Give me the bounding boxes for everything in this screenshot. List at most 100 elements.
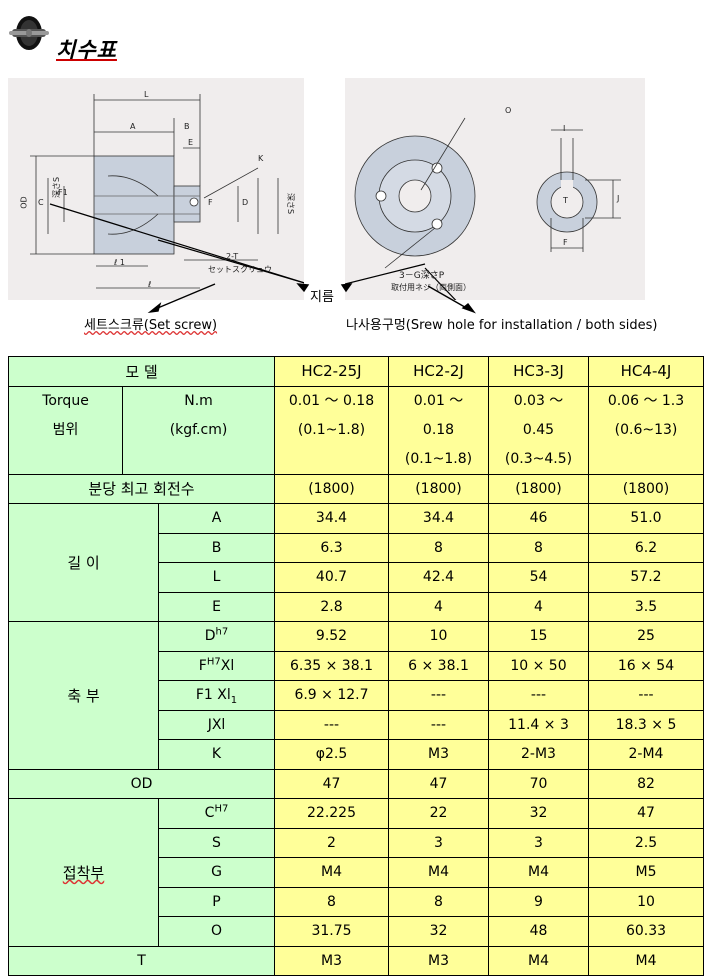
cell-value: 32: [388, 916, 489, 947]
cell-value: 51.0: [588, 503, 704, 534]
product-logo-icon: [8, 6, 50, 56]
dim-label: L: [144, 90, 149, 99]
caption-arrows: [147, 283, 476, 314]
dim-label: F1: [58, 188, 68, 197]
torque-unit: N.m (kgf.cm): [122, 385, 275, 475]
model-name: HC4-4J: [588, 356, 704, 387]
rpm-value: (1800): [274, 473, 389, 504]
right-drawing: O I J F T 3－G深さP 取付用ネジ（両側面）: [345, 78, 645, 300]
torque-label: Torque 범위: [8, 385, 123, 475]
cell-value: 8: [488, 532, 589, 563]
t-label: T: [8, 945, 275, 976]
table-row: K φ2.5 M3 2-M3 2-M4: [9, 739, 704, 770]
cell-value: ---: [588, 680, 704, 711]
param-label: JXl: [158, 709, 275, 740]
param-label: B: [158, 532, 275, 563]
table-row: 축 부 Dh7 9.52 10 15 25: [8, 621, 704, 770]
cell-value: 6 × 38.1: [388, 650, 489, 681]
dim-label: セットスクリュウ: [208, 265, 272, 274]
cell-value: ---: [488, 680, 589, 711]
cell-value: 10: [388, 621, 489, 652]
cell-value: M4: [488, 945, 589, 976]
dim-label: K: [258, 154, 264, 163]
param-label: S: [158, 827, 275, 858]
dim-label: ℓ: [148, 280, 152, 289]
cell-value: 82: [588, 768, 704, 799]
table-row: OD 47 47 70 82: [8, 768, 704, 799]
cell-value: 3.5: [588, 591, 704, 622]
dim-label: C: [38, 198, 44, 207]
cell-value: 25: [588, 621, 704, 652]
rpm-value: (1800): [388, 473, 489, 504]
table-row: 모 델 HC2-25J HC2-2J HC3-3J HC4-4J: [8, 356, 704, 387]
left-drawing: L A B E K OD C 深さS F1 D F 深さS 2-T セットスクリ…: [8, 78, 304, 300]
cell-value: 18.3 × 5: [588, 709, 704, 740]
dim-label: J: [617, 194, 620, 203]
cell-value: M3: [388, 739, 489, 770]
cell-value: M3: [388, 945, 489, 976]
cell-value: 3: [388, 827, 489, 858]
cell-value: 47: [274, 768, 389, 799]
od-label: OD: [8, 768, 275, 799]
dim-label: T: [563, 196, 568, 205]
table-row: S 2 3 3 2.5: [9, 827, 704, 858]
diameter-label: 지름: [310, 290, 334, 305]
cell-value: 22.225: [274, 798, 389, 829]
dim-label: ℓ 1: [114, 258, 125, 267]
cell-value: 57.2: [588, 562, 704, 593]
param-label: F1 Xl1: [158, 680, 275, 711]
page-title: 치수표: [56, 38, 117, 62]
param-label: E: [158, 591, 275, 622]
dim-label: 3－G深さP: [399, 271, 445, 281]
table-row: O 31.75 32 48 60.33: [9, 916, 704, 947]
param-label: FH7Xl: [158, 650, 275, 681]
cell-value: M4: [274, 857, 389, 888]
cell-value: 9: [488, 886, 589, 917]
torque-value: 0.01 ～ 0.18 (0.1~1.8): [274, 385, 389, 475]
set-screw-caption: 세트스크류(Set screw): [84, 318, 218, 333]
cell-value: 2: [274, 827, 389, 858]
cell-value: 2.5: [588, 827, 704, 858]
dim-label: A: [130, 122, 136, 131]
shaft-group-label: 축 부: [8, 621, 159, 770]
param-label: O: [158, 916, 275, 947]
table-row: L 40.7 42.4 54 57.2: [9, 562, 704, 593]
torque-value: 0.03 ～ 0.45 (0.3~4.5): [488, 385, 589, 475]
cell-value: 32: [488, 798, 589, 829]
cell-value: 4: [488, 591, 589, 622]
table-row: JXl --- --- 11.4 × 3 18.3 × 5: [9, 709, 704, 740]
table-row: 분당 최고 회전수 (1800) (1800) (1800) (1800): [8, 473, 704, 504]
param-label: L: [158, 562, 275, 593]
cell-value: φ2.5: [274, 739, 389, 770]
table-row: Torque 범위 N.m (kgf.cm) 0.01 ～ 0.18 (0.1~…: [8, 385, 704, 475]
cell-value: 22: [388, 798, 489, 829]
cell-value: 6.9 × 12.7: [274, 680, 389, 711]
param-label: G: [158, 857, 275, 888]
torque-value: 0.06 ～ 1.3 (0.6~13): [588, 385, 704, 475]
dim-label: E: [188, 138, 194, 147]
torque-value: 0.01 ～ 0.18 (0.1~1.8): [388, 385, 489, 475]
dim-label: F: [563, 238, 568, 247]
cell-value: 9.52: [274, 621, 389, 652]
cell-value: 15: [488, 621, 589, 652]
coupling-section-diagram: [30, 94, 304, 289]
table-row: B 6.3 8 8 6.2: [9, 532, 704, 563]
cell-value: 4: [388, 591, 489, 622]
cell-value: 31.75: [274, 916, 389, 947]
rpm-value: (1800): [488, 473, 589, 504]
model-name: HC2-25J: [274, 356, 389, 387]
param-label: CH7: [158, 798, 275, 829]
cell-value: 3: [488, 827, 589, 858]
table-row: P 8 8 9 10: [9, 886, 704, 917]
table-row: 접착부 CH7 22.225 22 32 47: [8, 798, 704, 947]
dim-label: F: [208, 198, 213, 207]
install-hole-caption: 나사용구멍(Srew hole for installation / both …: [346, 318, 658, 333]
param-label: A: [158, 503, 275, 534]
cell-value: 40.7: [274, 562, 389, 593]
cell-value: 46: [488, 503, 589, 534]
cell-value: 2.8: [274, 591, 389, 622]
model-name: HC3-3J: [488, 356, 589, 387]
dim-label: I: [563, 124, 566, 133]
param-label: K: [158, 739, 275, 770]
cell-value: 34.4: [388, 503, 489, 534]
